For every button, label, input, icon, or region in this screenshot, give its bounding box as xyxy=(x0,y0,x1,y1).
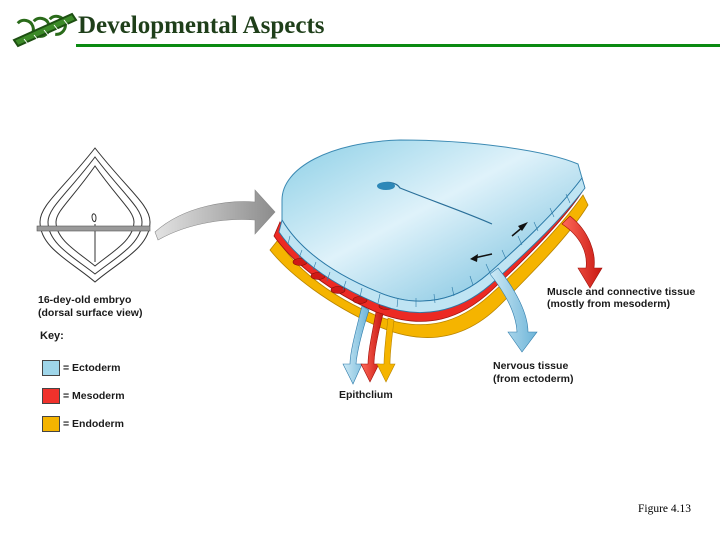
blue-arrow-left xyxy=(342,305,370,385)
embryo-outline xyxy=(39,147,151,283)
key-label: = Ectoderm xyxy=(63,362,121,374)
embryo-caption-line1: 16-dey-old embryo xyxy=(38,294,132,306)
mesoderm-swatch xyxy=(42,388,60,404)
primitive-node xyxy=(377,182,395,190)
ectoderm-cell-lines xyxy=(287,193,571,308)
ectoderm-edge xyxy=(278,177,586,314)
embryo-caption-line2: (dorsal surface view) xyxy=(38,307,143,319)
ectoderm-swatch xyxy=(42,360,60,376)
endoderm-swatch xyxy=(42,416,60,432)
nervous-label-line2: (from ectoderm) xyxy=(493,373,574,385)
muscle-label-line2: (mostly from mesoderm) xyxy=(547,298,671,310)
key-item-endoderm: = Endoderm xyxy=(42,414,124,434)
blue-arrow-right xyxy=(489,267,538,353)
red-arrow-right xyxy=(561,215,603,289)
key-item-mesoderm: = Mesoderm xyxy=(42,386,125,406)
figure-caption: Figure 4.13 xyxy=(638,503,692,515)
epithelium-label: Epithclium xyxy=(339,389,393,401)
slide-title: Developmental Aspects xyxy=(78,12,325,39)
nervous-label-line1: Nervous tissue xyxy=(493,360,569,372)
gray-arrow xyxy=(154,189,276,241)
cross-section-plane xyxy=(36,225,151,232)
key-item-ectoderm: = Ectoderm xyxy=(42,358,120,378)
title-underline xyxy=(76,44,720,47)
muscle-label-line1: Muscle and connective tissue xyxy=(547,286,696,298)
yellow-arrow-left xyxy=(376,317,396,383)
key-label: = Mesoderm xyxy=(63,390,125,402)
logo-icon xyxy=(12,12,78,48)
key-label: = Endoderm xyxy=(63,418,124,430)
key-title: Key: xyxy=(40,330,64,342)
